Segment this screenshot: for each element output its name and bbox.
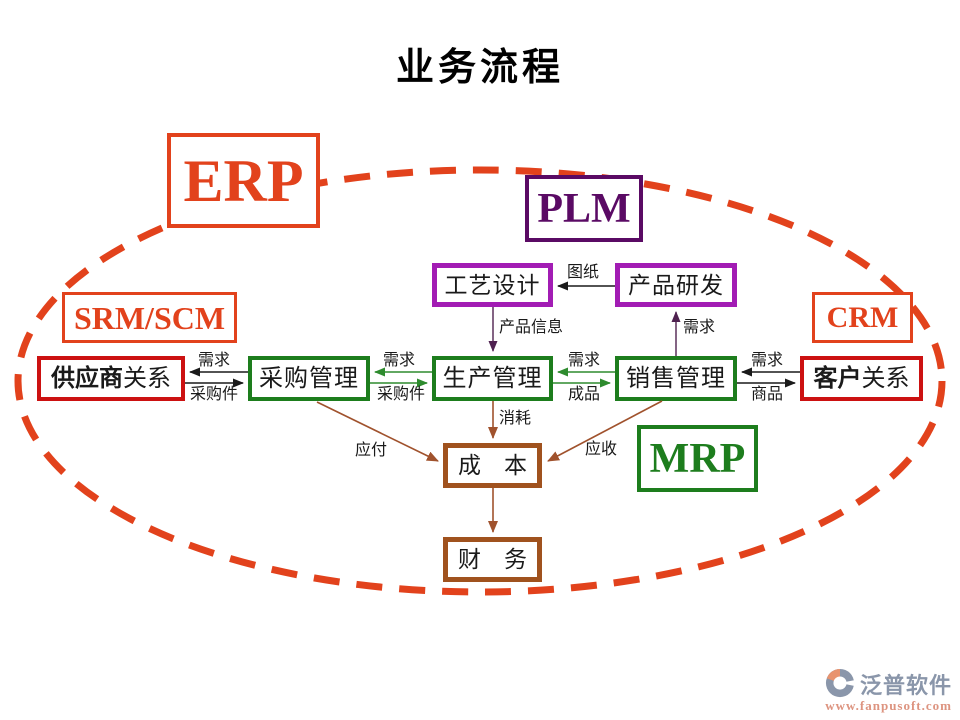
purchasing-management-box: 采购管理	[248, 356, 370, 401]
sales-management-box: 销售管理	[615, 356, 737, 401]
cost-box: 成 本	[443, 443, 542, 488]
watermark: 泛普软件 www.fanpusoft.com	[825, 668, 952, 714]
product-rd-box: 产品研发	[615, 263, 737, 307]
supplier-label-bold: 供应商	[51, 365, 123, 392]
production-management-box: 生产管理	[432, 356, 553, 401]
edge-label-receivable: 应收	[585, 441, 618, 458]
edge-label-consumption: 消耗	[499, 410, 532, 427]
edge-label-payable: 应付	[355, 442, 388, 459]
edge-label-product-info: 产品信息	[499, 319, 564, 336]
watermark-url: www.fanpusoft.com	[825, 698, 952, 713]
edge-label-parts-supplier: 采购件	[190, 386, 239, 403]
process-design-box: 工艺设计	[432, 263, 553, 307]
mrp-box: MRP	[637, 425, 758, 492]
edge-label-demand-production: 需求	[568, 352, 601, 369]
erp-box: ERP	[167, 133, 320, 228]
edge-label-finished-goods: 成品	[568, 386, 601, 403]
page-title: 业务流程	[395, 47, 564, 89]
customer-relations-box: 客户关系	[800, 356, 923, 401]
plm-box: PLM	[525, 175, 643, 242]
edge-label-parts-production: 采购件	[377, 386, 426, 403]
edge-label-demand-supplier: 需求	[198, 352, 231, 369]
fanpu-logo-icon	[826, 668, 855, 698]
arrow-payable-to-cost	[316, 401, 439, 462]
arrow-receivable-to-cost	[547, 400, 663, 462]
finance-box: 财 务	[443, 537, 542, 582]
srm-scm-box: SRM/SCM	[62, 292, 237, 343]
crm-box: CRM	[812, 292, 913, 343]
customer-label-rest: 关系	[861, 365, 910, 392]
edge-label-demand-rd: 需求	[683, 319, 716, 336]
edge-label-goods-customer: 商品	[751, 386, 784, 403]
edge-label-demand-sales: 需求	[751, 352, 784, 369]
supplier-relations-box: 供应商关系	[37, 356, 185, 401]
edge-label-demand-purchasing: 需求	[383, 352, 416, 369]
supplier-label-rest: 关系	[123, 365, 171, 392]
watermark-name: 泛普软件	[859, 673, 952, 698]
erp-dashed-ellipse	[14, 166, 946, 596]
customer-label-bold: 客户	[813, 365, 862, 392]
edge-label-drawings: 图纸	[567, 264, 600, 281]
